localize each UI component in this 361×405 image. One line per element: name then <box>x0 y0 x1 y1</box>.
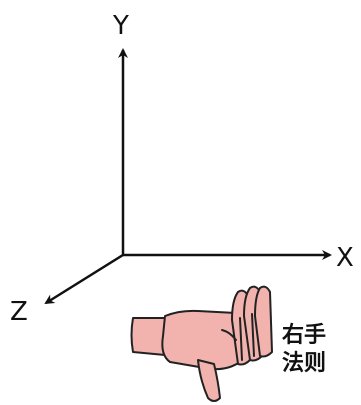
z-axis <box>44 253 124 305</box>
y-axis-label: Y <box>112 11 129 41</box>
z-axis-label: Z <box>10 297 28 327</box>
right-hand-rule-hand-icon <box>130 285 273 402</box>
x-axis-label: X <box>336 243 354 273</box>
caption-line-2: 法则 <box>282 351 326 376</box>
caption-line-1: 右手 <box>282 323 326 348</box>
